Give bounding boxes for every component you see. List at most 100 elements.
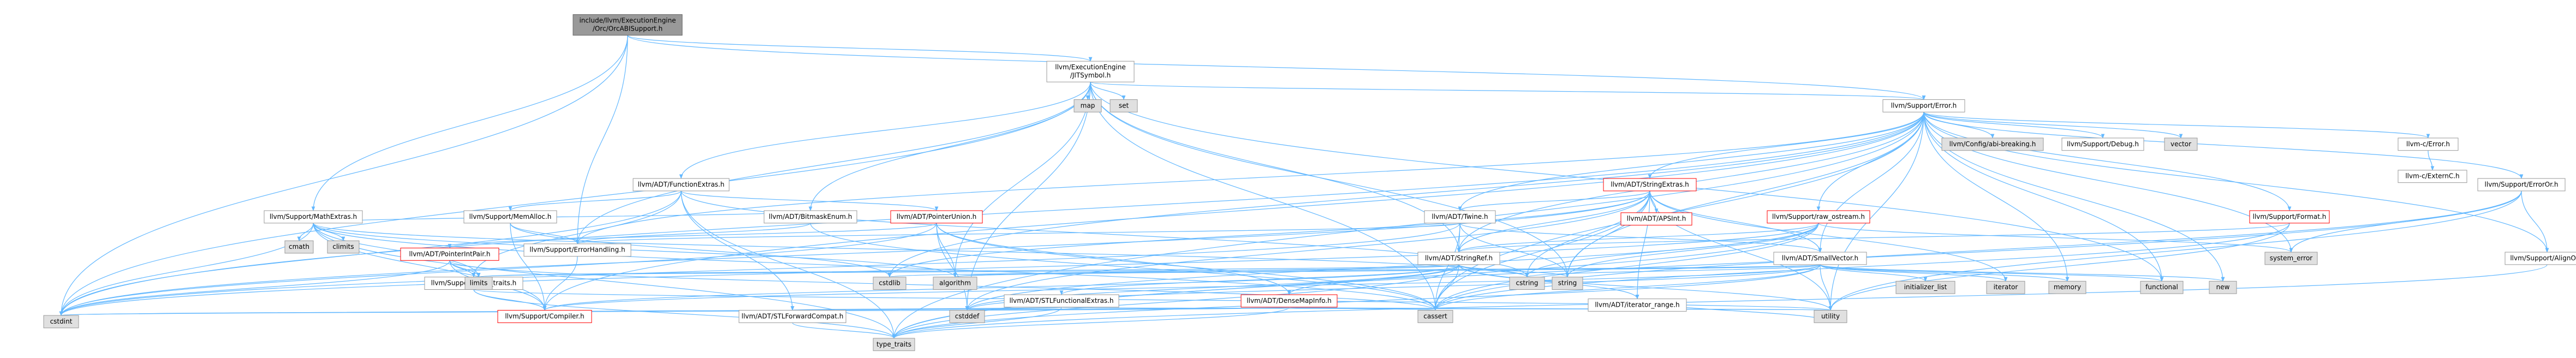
node-box[interactable] xyxy=(2249,210,2330,224)
node-mathextras[interactable]: llvm/Support/MathExtras.h xyxy=(264,210,363,224)
node-functionextras[interactable]: llvm/ADT/FunctionExtras.h xyxy=(633,178,730,192)
node-box[interactable] xyxy=(1588,299,1687,312)
node-utility: utility xyxy=(1814,310,1847,323)
node-format[interactable]: llvm/Support/Format.h xyxy=(2249,210,2330,224)
node-box[interactable] xyxy=(1241,294,1338,308)
node-box[interactable] xyxy=(1004,294,1119,308)
node-twine[interactable]: llvm/ADT/Twine.h xyxy=(1424,210,1496,224)
dependency-edge-error-to-functional xyxy=(1923,112,2164,282)
node-box[interactable] xyxy=(2505,252,2576,265)
node-label[interactable]: llvm/ADT/iterator_range.h xyxy=(1595,301,1679,309)
node-map: map xyxy=(1074,99,1102,112)
node-bitmaskenum[interactable]: llvm/ADT/BitmaskEnum.h xyxy=(764,210,857,224)
node-label[interactable]: llvm/Support/Compiler.h xyxy=(505,312,584,320)
node-box[interactable] xyxy=(264,210,363,224)
node-box[interactable] xyxy=(1767,210,1870,224)
dependency-edge-functionextras-to-stlforwardcompat xyxy=(681,190,795,311)
node-label[interactable]: llvm/ADT/STLForwardCompat.h xyxy=(742,312,844,320)
node-box xyxy=(1895,281,1955,294)
node-pointerintpair[interactable]: llvm/ADT/PointerIntPair.h xyxy=(400,247,499,261)
node-box[interactable] xyxy=(2477,178,2566,192)
node-label[interactable]: llvm/Support/Debug.h xyxy=(2067,140,2139,148)
dependency-edge-jitsymbol-to-stringref xyxy=(1090,82,1461,253)
node-label[interactable]: llvm/Support/AlignOf.h xyxy=(2510,254,2576,262)
node-box xyxy=(1941,138,2044,151)
node-box[interactable] xyxy=(764,210,857,224)
node-label[interactable]: llvm/ADT/StringExtras.h xyxy=(1611,181,1689,188)
node-label[interactable]: llvm/ADT/APSInt.h xyxy=(1627,215,1686,223)
dependency-edge-smallvector-to-memory xyxy=(1820,264,2070,282)
node-stlforwardcompat[interactable]: llvm/ADT/STLForwardCompat.h xyxy=(738,310,846,323)
node-label[interactable]: llvm/ADT/SmallVector.h xyxy=(1782,254,1858,262)
dependency-edge-mathextras-to-limits xyxy=(313,223,481,278)
node-label[interactable]: llvm/ADT/Twine.h xyxy=(1432,213,1488,220)
node-box[interactable] xyxy=(1620,212,1692,226)
node-iteratorrange[interactable]: llvm/ADT/iterator_range.h xyxy=(1588,299,1687,312)
node-smallvector[interactable]: llvm/ADT/SmallVector.h xyxy=(1773,252,1867,265)
node-pointerunion[interactable]: llvm/ADT/PointerUnion.h xyxy=(890,210,983,224)
node-label[interactable]: llvm/Support/Error.h xyxy=(1891,102,1957,109)
node-label[interactable]: llvm/Support/raw_ostream.h xyxy=(1772,213,1865,220)
node-label[interactable]: llvm/Support/MemAlloc.h xyxy=(469,213,552,220)
node-externc[interactable]: llvm-c/ExternC.h xyxy=(2398,170,2467,183)
node-label[interactable]: llvm-c/ExternC.h xyxy=(2405,172,2459,180)
dependency-edge-stlfunctional-to-utility xyxy=(1061,306,1831,311)
node-label[interactable]: llvm/ADT/STLFunctionalExtras.h xyxy=(1009,297,1113,305)
node-compiler[interactable]: llvm/Support/Compiler.h xyxy=(497,310,592,323)
node-erroror[interactable]: llvm/Support/ErrorOr.h xyxy=(2477,178,2566,192)
node-box[interactable] xyxy=(2398,170,2467,183)
node-box xyxy=(2209,281,2237,294)
node-label[interactable]: llvm/ExecutionEngine xyxy=(1055,63,1126,71)
dependency-edge-functionextras-to-typetraits_h xyxy=(472,190,682,278)
node-typetraits_h[interactable]: llvm/Support/type_traits.h xyxy=(424,277,523,290)
node-aligntrait[interactable]: llvm/Support/AlignOf.h xyxy=(2505,252,2576,265)
node-debug[interactable]: llvm/Support/Debug.h xyxy=(2061,138,2144,151)
dependency-edge-error-to-memory xyxy=(1923,112,2070,282)
node-box[interactable] xyxy=(1417,252,1500,265)
node-memalloc[interactable]: llvm/Support/MemAlloc.h xyxy=(463,210,557,224)
dependency-edge-error-to-utility xyxy=(1828,112,1924,311)
node-box[interactable] xyxy=(2061,138,2144,151)
dependency-edge-functionextras-to-type_traits xyxy=(681,190,896,339)
node-label[interactable]: llvm/ADT/DenseMapInfo.h xyxy=(1247,297,1331,305)
node-errorhandling[interactable]: llvm/Support/ErrorHandling.h xyxy=(523,243,631,257)
node-label[interactable]: llvm/ADT/PointerUnion.h xyxy=(897,213,977,220)
node-box[interactable] xyxy=(497,310,592,323)
node-label[interactable]: llvm/Support/Format.h xyxy=(2253,213,2327,220)
node-label[interactable]: llvm/Support/MathExtras.h xyxy=(270,213,357,220)
node-stringextras[interactable]: llvm/ADT/StringExtras.h xyxy=(1603,178,1697,192)
node-box[interactable] xyxy=(1046,61,1135,82)
node-label[interactable]: llvm/ADT/PointerIntPair.h xyxy=(409,250,491,258)
node-cerror[interactable]: llvm-c/Error.h xyxy=(2398,138,2459,151)
node-box[interactable] xyxy=(2398,138,2459,151)
node-box[interactable] xyxy=(400,247,499,261)
node-apsint[interactable]: llvm/ADT/APSInt.h xyxy=(1620,212,1692,226)
node-label[interactable]: /JITSymbol.h xyxy=(1070,71,1111,79)
node-label[interactable]: llvm-c/Error.h xyxy=(2406,140,2450,148)
dependency-edge-stringref-to-cstddef xyxy=(965,264,1459,311)
node-box[interactable] xyxy=(1424,210,1496,224)
node-box[interactable] xyxy=(738,310,846,323)
node-box[interactable] xyxy=(633,178,730,192)
node-label[interactable]: llvm/Support/ErrorOr.h xyxy=(2485,181,2559,188)
dependency-edge-smallvector-to-utility xyxy=(1820,264,1833,311)
node-jitsymbol[interactable]: llvm/ExecutionEngine/JITSymbol.h xyxy=(1046,61,1135,82)
node-stringref[interactable]: llvm/ADT/StringRef.h xyxy=(1417,252,1500,265)
node-box[interactable] xyxy=(890,210,983,224)
node-box[interactable] xyxy=(1773,252,1867,265)
node-label[interactable]: llvm/ADT/FunctionExtras.h xyxy=(638,181,725,188)
node-label[interactable]: llvm/ADT/BitmaskEnum.h xyxy=(769,213,852,220)
dependency-edge-format-to-stringref xyxy=(1457,223,2290,253)
node-box[interactable] xyxy=(1882,99,1965,112)
node-stlfunctional[interactable]: llvm/ADT/STLFunctionalExtras.h xyxy=(1004,294,1119,308)
node-box xyxy=(949,310,985,323)
node-error[interactable]: llvm/Support/Error.h xyxy=(1882,99,1965,112)
node-box[interactable] xyxy=(1603,178,1697,192)
node-rawostream[interactable]: llvm/Support/raw_ostream.h xyxy=(1767,210,1870,224)
node-label[interactable]: llvm/Support/ErrorHandling.h xyxy=(529,246,625,254)
node-label[interactable]: llvm/ADT/StringRef.h xyxy=(1425,254,1493,262)
node-box[interactable] xyxy=(463,210,557,224)
node-densemapinfo[interactable]: llvm/ADT/DenseMapInfo.h xyxy=(1241,294,1338,308)
node-box[interactable] xyxy=(523,243,631,257)
